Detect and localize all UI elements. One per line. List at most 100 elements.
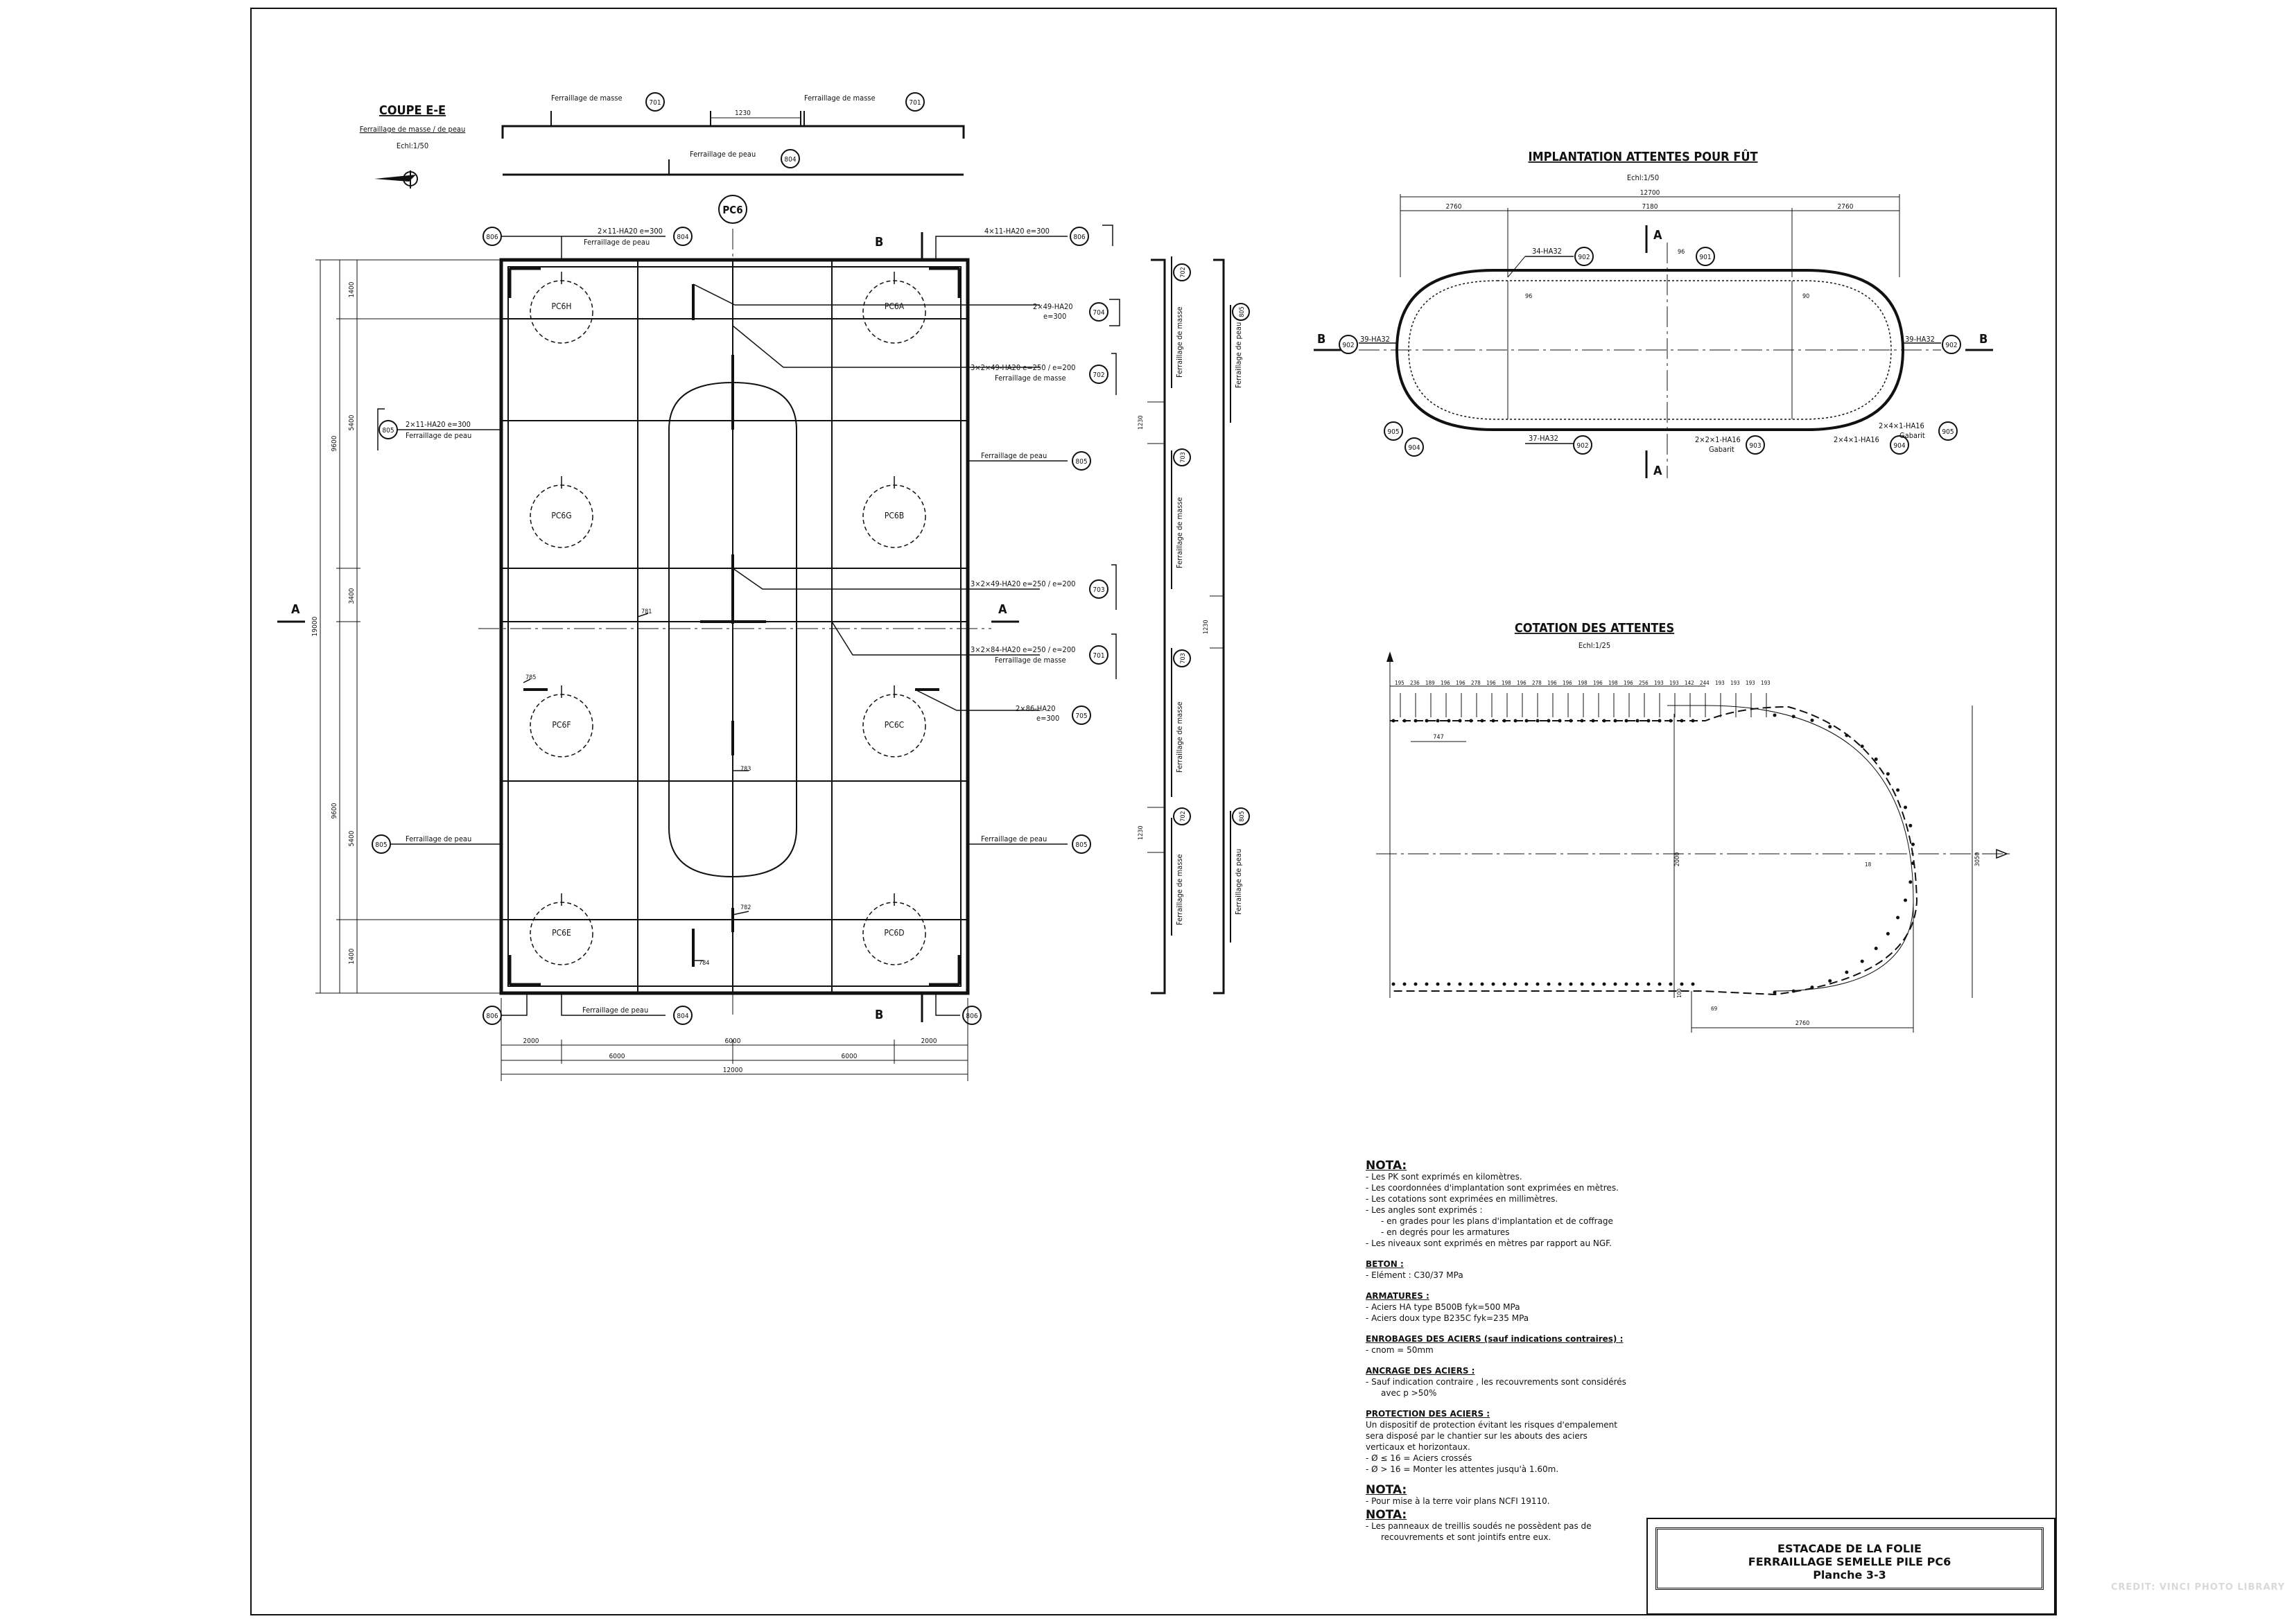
section-a-top: A [1653,228,1662,243]
svg-text:902: 902 [1576,442,1588,450]
note-line: Un dispositif de protection évitant les … [1366,1420,1617,1430]
pile-group-marker: PC6 [718,195,747,224]
bar-dot [1425,719,1429,723]
section-a-bottom: A [1653,464,1662,478]
impl-mark-902-right: 902 [1942,335,1961,354]
svg-text:B: B [875,1008,883,1022]
bar-dot [1828,979,1832,983]
svg-text:904: 904 [1893,442,1905,450]
dim-bottom: 6000 [842,1053,858,1060]
svg-text:Ferraillage de peau: Ferraillage de peau [584,238,650,247]
titleblock-line2: FERRAILLAGE SEMELLE PILE PC6 [1748,1555,1951,1568]
inner-mark: 783 [740,766,751,773]
implantation-view: IMPLANTATION ATTENTES POUR FÛT Echl:1/50… [1314,149,1993,478]
section-b-bottom: B [875,994,923,1022]
impl-gabarit: 2×4×1-HA16 [1834,435,1879,444]
spacing-label: 198 [1502,680,1511,686]
dim-left: 9600 [331,803,338,818]
svg-text:B: B [875,235,883,249]
svg-text:902: 902 [1578,254,1590,261]
pile-label-pc6g: PC6G [551,511,571,520]
svg-text:804: 804 [677,234,688,241]
elev-lap: 1230 [1138,415,1145,430]
armatures-title: ARMATURES : [1366,1291,1429,1301]
bar-dot [1613,719,1617,723]
bar-dot [1810,985,1814,990]
footing-outline [499,258,970,995]
beton-title: BETON : [1366,1259,1404,1269]
dim-bottom: 6000 [725,1037,741,1045]
spacing-label: 142 [1685,680,1694,686]
spacing-label: 193 [1715,680,1725,686]
elev-mark: 805 [1232,807,1250,825]
elev-label: Ferraillage de masse [1175,306,1184,378]
cotation-title: COTATION DES ATTENTES [1515,621,1674,636]
section-ee-peau: Ferraillage de peau [690,150,756,159]
impl-gabarit: 2×4×1-HA16 [1879,421,1924,430]
svg-text:3×2×49-HA20 e=250 / e=200: 3×2×49-HA20 e=250 / e=200 [971,579,1075,588]
note-line: - Les angles sont exprimés : [1366,1205,1483,1215]
implantation-title: IMPLANTATION ATTENTES POUR FÛT [1528,149,1757,164]
svg-text:902: 902 [1342,342,1354,349]
dim-left: 1400 [348,281,356,297]
bar-dot [1773,990,1777,994]
impl-small: 90 [1802,293,1809,300]
titleblock-frame [1646,1518,2055,1615]
svg-text:806: 806 [966,1013,977,1020]
bar-dot [1447,982,1451,986]
bar-dot [1860,744,1864,748]
elev-lap: 1230 [1203,620,1210,634]
svg-text:806: 806 [1073,234,1085,241]
svg-text:702: 702 [1180,811,1187,821]
svg-text:4×11-HA20 e=300: 4×11-HA20 e=300 [984,227,1050,236]
bar-dot [1613,982,1617,986]
bar-dot [1886,772,1890,776]
dim-bottom: 2000 [523,1037,539,1045]
elev-mark: 702 [1173,807,1191,825]
bar-dot [1414,719,1418,723]
svg-text:3×2×84-HA20 e=250 / e=200: 3×2×84-HA20 e=250 / e=200 [971,645,1075,654]
pile-label-pc6h: PC6H [551,301,571,311]
ancrage-title: ANCRAGE DES ACIERS : [1366,1366,1475,1376]
note-line: verticaux et horizontaux. [1366,1442,1470,1452]
bar-dot [1886,931,1890,936]
elev-lap: 1230 [1138,825,1145,840]
footing-plan: PC6H PC6A PC6G PC6B PC6F PC6C PC6E PC6D … [277,195,1120,1081]
impl-right-bar: 39-HA32 [1905,335,1935,344]
svg-text:805: 805 [1075,841,1087,849]
section-ee: COUPE E-E Ferraillage de masse / de peau… [360,92,965,189]
dim-left: 5400 [348,830,356,846]
inner-mark: 782 [740,904,751,911]
section-ee-masse-right: Ferraillage de masse [804,94,876,103]
spacing-label: 196 [1486,680,1496,686]
callout-top-right: 4×11-HA20 e=300 806 [935,225,1113,260]
svg-text:702: 702 [1093,371,1104,379]
dimension-bottom [501,998,968,1081]
spacing-label: 193 [1746,680,1755,686]
bar-dot [1447,719,1451,723]
spacing-label: 278 [1532,680,1542,686]
svg-text:Ferraillage de peau: Ferraillage de peau [406,431,471,440]
note-line: - en grades pour les plans d'implantatio… [1381,1216,1613,1226]
bar-dot [1491,982,1495,986]
section-b-left: B [1317,332,1325,347]
impl-mark-904-r: 904 [1890,435,1909,455]
svg-text:806: 806 [486,1013,498,1020]
bar-dot [1524,719,1529,723]
svg-text:703: 703 [1093,586,1104,594]
impl-mark-902: 902 [1574,247,1594,266]
svg-text:804: 804 [677,1013,688,1020]
svg-text:805: 805 [1239,306,1246,317]
bar-dot [1480,719,1484,723]
section-a-right: A [991,602,1019,623]
bar-dot [1391,982,1395,986]
bar-dot [1635,982,1640,986]
callout-left-805-a: 805 2×11-HA20 e=300 Ferraillage de peau [377,408,501,450]
svg-text:904: 904 [1408,444,1420,452]
bar-dot [1569,719,1573,723]
impl-mark-903: 903 [1746,435,1765,455]
note-line: recouvrements et sont jointifs entre eux… [1381,1532,1551,1542]
notes-block: NOTA: - Les PK sont exprimés en kilomètr… [1366,1150,1657,1543]
pile-label-pc6f: PC6F [552,720,571,730]
svg-text:2×86-HA20: 2×86-HA20 [1016,704,1056,713]
